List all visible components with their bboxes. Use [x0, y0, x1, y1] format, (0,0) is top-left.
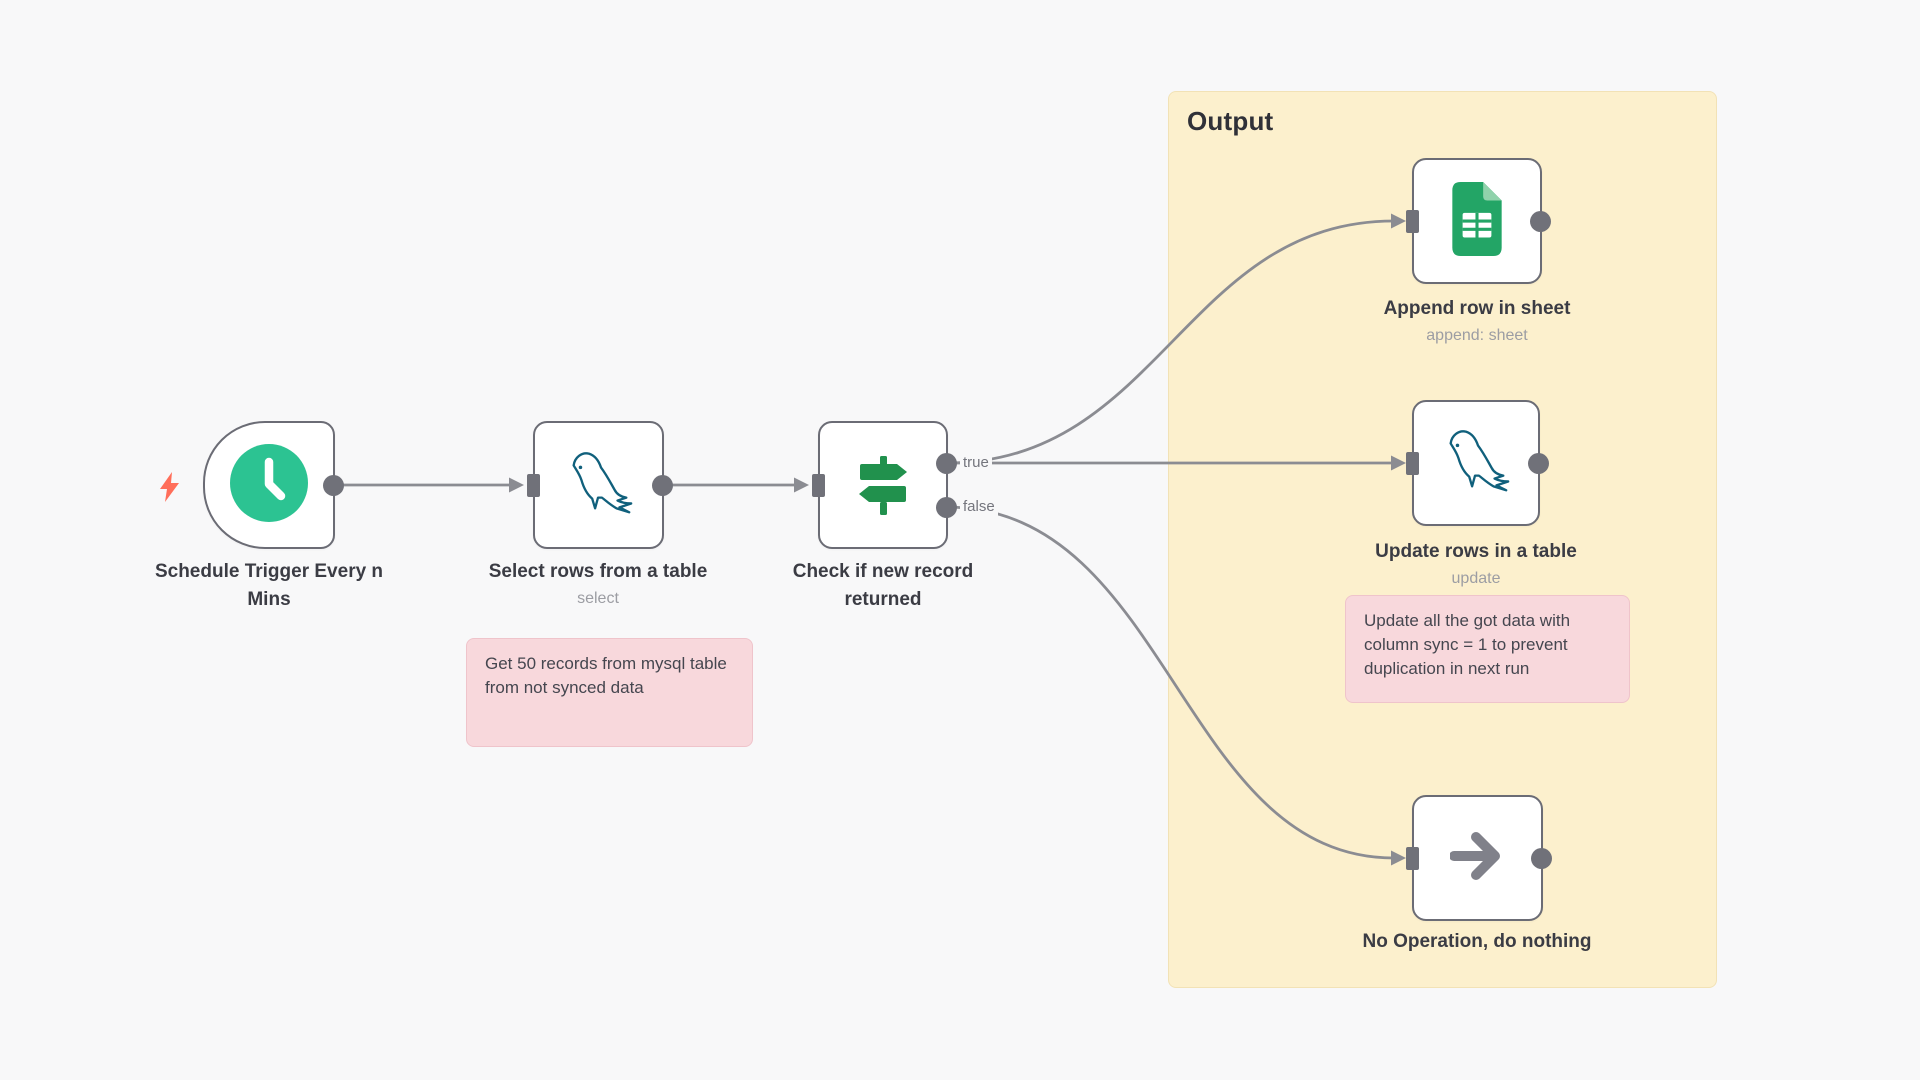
output-label-true: true: [960, 454, 992, 472]
output-port[interactable]: [652, 474, 673, 496]
output-label-false: false: [960, 498, 998, 516]
input-port[interactable]: [1406, 846, 1419, 870]
node-subtitle: update: [1451, 570, 1501, 587]
mysql-dolphin-icon: [1437, 422, 1515, 505]
signpost-icon: [851, 450, 915, 521]
node-title-mysql-update: Update rows in a table update: [1326, 538, 1626, 589]
node-mysql-update[interactable]: [1406, 400, 1549, 526]
node-title-noop: No Operation, do nothing: [1362, 931, 1592, 952]
node-title-mysql-select: Select rows from a table select: [448, 558, 748, 609]
output-port[interactable]: [1530, 210, 1551, 232]
input-port[interactable]: [1406, 209, 1419, 233]
input-port[interactable]: [1406, 451, 1419, 475]
node-sheets-append[interactable]: [1406, 158, 1551, 284]
node-title-schedule-trigger: Schedule Trigger Every n Mins: [154, 561, 384, 610]
node-title-sheets-append: Append row in sheet append: sheet: [1327, 295, 1627, 346]
output-port-false[interactable]: [936, 497, 957, 518]
output-port[interactable]: [1528, 452, 1549, 474]
node-mysql-select[interactable]: [527, 421, 673, 549]
sticky-note-text: Update all the got data with column sync…: [1364, 611, 1571, 678]
sticky-note-select[interactable]: Get 50 records from mysql table from not…: [466, 638, 753, 747]
input-port[interactable]: [812, 473, 825, 497]
node-subtitle: select: [577, 590, 619, 607]
node-title-check-if: Check if new record returned: [792, 561, 974, 610]
google-sheets-icon: [1448, 181, 1506, 261]
connection-if-true-to-append[interactable]: [945, 213, 1406, 465]
sticky-panel-title: Output: [1187, 106, 1274, 136]
clock-icon: [229, 443, 309, 528]
output-port-true[interactable]: [936, 453, 957, 474]
sticky-note-update[interactable]: Update all the got data with column sync…: [1345, 595, 1630, 703]
arrow-right-icon: [1448, 828, 1506, 889]
connection-if-false-to-noop[interactable]: [945, 505, 1406, 866]
node-noop[interactable]: [1406, 795, 1552, 921]
node-subtitle: append: sheet: [1426, 327, 1528, 344]
mysql-dolphin-icon: [560, 444, 638, 527]
sticky-note-text: Get 50 records from mysql table from not…: [485, 654, 727, 697]
output-port[interactable]: [323, 474, 344, 496]
input-port[interactable]: [527, 473, 540, 497]
node-schedule-trigger[interactable]: [203, 421, 344, 549]
node-check-if[interactable]: [812, 421, 957, 549]
output-port[interactable]: [1531, 847, 1552, 869]
lightning-bolt-icon: [157, 472, 183, 507]
